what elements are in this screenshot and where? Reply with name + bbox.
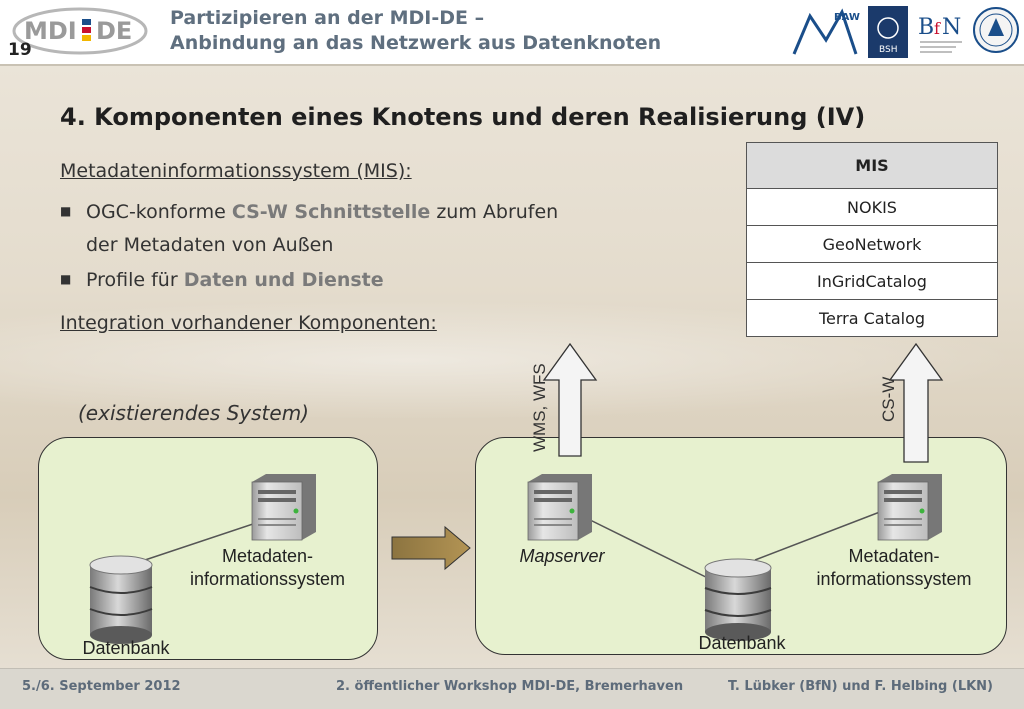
bullet-text-line2: der Metadaten von Außen bbox=[86, 234, 334, 256]
mis-table-row: GeoNetwork bbox=[747, 225, 997, 262]
integration-heading: Integration vorhandener Komponenten: bbox=[60, 312, 437, 334]
partner-logos: BAW BSH B f N bbox=[790, 4, 1020, 60]
university-seal-logo bbox=[973, 7, 1019, 53]
bullet-text-post: zum Abrufen bbox=[430, 201, 559, 223]
bullet-text-pre: OGC-konforme bbox=[86, 201, 232, 223]
bsh-logo: BSH bbox=[868, 6, 908, 58]
left-db-label: Datenbank bbox=[82, 638, 170, 658]
label-line: Metadaten- bbox=[221, 546, 314, 566]
transfer-arrow-icon bbox=[391, 525, 471, 571]
bullet-highlight: CS-W Schnittstelle bbox=[231, 201, 431, 223]
header-title: Partizipieren an der MDI-DE – Anbindung … bbox=[170, 6, 661, 56]
mis-heading: Metadateninformationssystem (MIS): bbox=[60, 160, 412, 182]
footer-authors: T. Lübker (BfN) und F. Helbing (LKN) bbox=[728, 679, 994, 694]
footer-date: 5./6. September 2012 bbox=[22, 679, 181, 694]
up-arrow-csw-icon bbox=[888, 342, 944, 463]
connection-line bbox=[579, 514, 723, 586]
label-line: informationssystem bbox=[816, 569, 972, 589]
label-line: Metadaten- bbox=[848, 546, 940, 566]
mis-table-row: NOKIS bbox=[747, 188, 997, 225]
bullet-text-pre: Profile für bbox=[86, 269, 184, 291]
bfn-logo: B f N bbox=[918, 15, 962, 53]
connection-line bbox=[129, 519, 266, 566]
csw-label: CS-W bbox=[879, 376, 898, 422]
mis-table: MIS NOKIS GeoNetwork InGridCatalog Terra… bbox=[746, 142, 998, 337]
up-arrow-wms-icon bbox=[542, 342, 598, 457]
slide-header: MDI DE 19 Partizipieren an der MDI-DE – … bbox=[0, 0, 1024, 66]
bullet-item: ■ Profile für Daten und Dienste bbox=[60, 263, 384, 297]
server-icon bbox=[527, 474, 592, 541]
svg-text:DE: DE bbox=[96, 17, 132, 45]
database-icon bbox=[704, 558, 772, 641]
connection-line bbox=[754, 509, 886, 561]
server-icon bbox=[251, 474, 316, 541]
bullet-item: ■ OGC-konforme CS-W Schnittstelle zum Abr… bbox=[60, 195, 558, 262]
square-bullet-icon: ■ bbox=[60, 272, 72, 286]
server-icon bbox=[877, 474, 942, 541]
square-bullet-icon: ■ bbox=[60, 204, 72, 218]
right-mis-label: Metadaten- informationssystem bbox=[796, 545, 992, 591]
page-title: 4. Komponenten eines Knotens und deren R… bbox=[60, 103, 866, 131]
svg-text:BSH: BSH bbox=[879, 45, 898, 55]
mis-table-row: Terra Catalog bbox=[747, 299, 997, 336]
label-line: informationssystem bbox=[189, 569, 346, 589]
right-db-label: Datenbank bbox=[698, 633, 786, 653]
svg-text:f: f bbox=[934, 19, 941, 38]
mis-table-row: InGridCatalog bbox=[747, 262, 997, 299]
left-mis-label: Metadaten- informationssystem bbox=[170, 545, 365, 591]
bullet-highlight: Daten und Dienste bbox=[183, 269, 384, 291]
svg-text:BAW: BAW bbox=[834, 12, 860, 23]
mapserver-label: Mapserver bbox=[519, 546, 605, 566]
database-icon bbox=[89, 555, 153, 644]
slide-footer: 5./6. September 2012 2. öffentlicher Wor… bbox=[0, 668, 1024, 709]
header-title-line1: Partizipieren an der MDI-DE – bbox=[170, 7, 485, 29]
svg-text:MDI: MDI bbox=[24, 17, 77, 45]
svg-text:B: B bbox=[918, 15, 934, 40]
mis-table-header: MIS bbox=[747, 143, 997, 188]
mdi-de-logo: MDI DE bbox=[12, 7, 148, 55]
slide-number: 19 bbox=[8, 40, 32, 60]
svg-text:N: N bbox=[942, 15, 961, 40]
wms-wfs-label: WMS, WFS bbox=[530, 363, 549, 452]
header-title-line2: Anbindung an das Netzwerk aus Datenknote… bbox=[170, 32, 662, 54]
baw-logo: BAW bbox=[792, 8, 860, 55]
footer-event: 2. öffentlicher Workshop MDI-DE, Bremerh… bbox=[336, 679, 684, 694]
existing-system-label: (existierendes System) bbox=[78, 401, 309, 425]
